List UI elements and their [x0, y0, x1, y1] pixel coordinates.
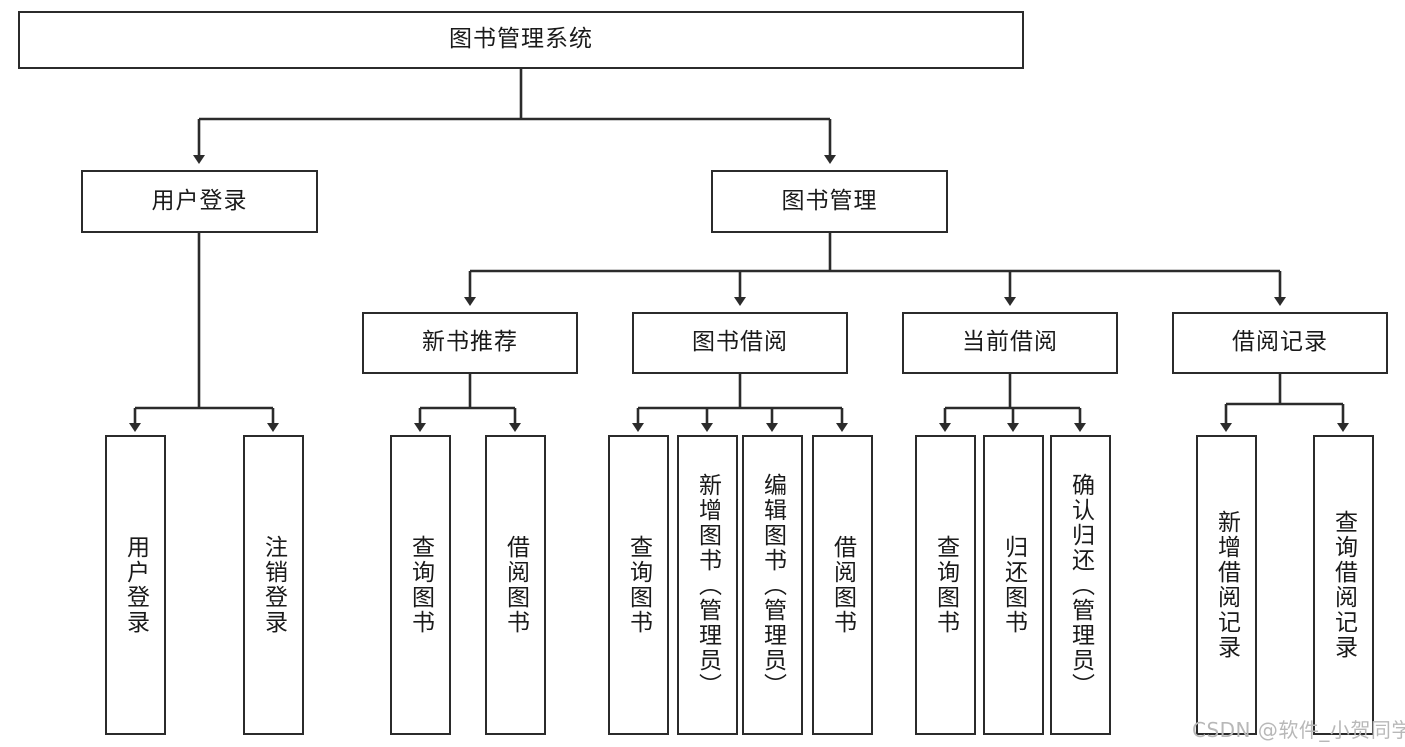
leaf-current-query-book[interactable]: 查询图书 — [915, 435, 976, 735]
leaf-record-add-record[interactable]: 新增借阅记录 — [1196, 435, 1257, 735]
leaf-current-confirm-return-admin[interactable]: 确认归还（管理员） — [1050, 435, 1111, 735]
node-label: 注销登录 — [260, 535, 287, 635]
leaf-newbook-query-book[interactable]: 查询图书 — [390, 435, 451, 735]
node-label: 用户登录 — [122, 535, 149, 635]
node-label: 用户登录 — [151, 187, 248, 214]
node-new-book-recommend[interactable]: 新书推荐 — [362, 312, 578, 374]
node-label: 查询图书 — [625, 535, 652, 635]
leaf-borrow-edit-book-admin[interactable]: 编辑图书（管理员） — [742, 435, 803, 735]
node-book-borrow[interactable]: 图书借阅 — [632, 312, 848, 374]
node-root[interactable]: 图书管理系统 — [18, 11, 1024, 69]
node-label: 图书借阅 — [692, 329, 788, 356]
csdn-watermark: CSDN @软件_小贺同学 — [1192, 718, 1405, 742]
node-label: 借阅图书 — [502, 535, 529, 635]
node-label: 新增图书（管理员） — [694, 472, 721, 698]
node-user-login[interactable]: 用户登录 — [81, 170, 318, 233]
node-label: 查询图书 — [932, 535, 959, 635]
node-label: 图书管理 — [781, 187, 878, 214]
leaf-record-query-record[interactable]: 查询借阅记录 — [1313, 435, 1374, 735]
leaf-user-login[interactable]: 用户登录 — [105, 435, 166, 735]
node-borrow-record[interactable]: 借阅记录 — [1172, 312, 1388, 374]
leaf-logout[interactable]: 注销登录 — [243, 435, 304, 735]
node-label: 查询借阅记录 — [1330, 510, 1357, 660]
node-label: 编辑图书（管理员） — [759, 472, 786, 698]
node-label: 新增借阅记录 — [1213, 510, 1240, 660]
node-label: 新书推荐 — [422, 329, 518, 356]
node-label: 当前借阅 — [962, 329, 1058, 356]
leaf-borrow-query-book[interactable]: 查询图书 — [608, 435, 669, 735]
leaf-borrow-borrow-book[interactable]: 借阅图书 — [812, 435, 873, 735]
node-label: 图书管理系统 — [449, 26, 593, 53]
node-label: 确认归还（管理员） — [1067, 472, 1094, 698]
node-current-borrow[interactable]: 当前借阅 — [902, 312, 1118, 374]
node-label: 查询图书 — [407, 535, 434, 635]
node-label: 借阅图书 — [829, 535, 856, 635]
node-label: 借阅记录 — [1232, 329, 1328, 356]
leaf-borrow-add-book-admin[interactable]: 新增图书（管理员） — [677, 435, 738, 735]
node-label: 归还图书 — [1000, 535, 1027, 635]
node-book-management[interactable]: 图书管理 — [711, 170, 948, 233]
leaf-current-return-book[interactable]: 归还图书 — [983, 435, 1044, 735]
leaf-newbook-borrow-book[interactable]: 借阅图书 — [485, 435, 546, 735]
